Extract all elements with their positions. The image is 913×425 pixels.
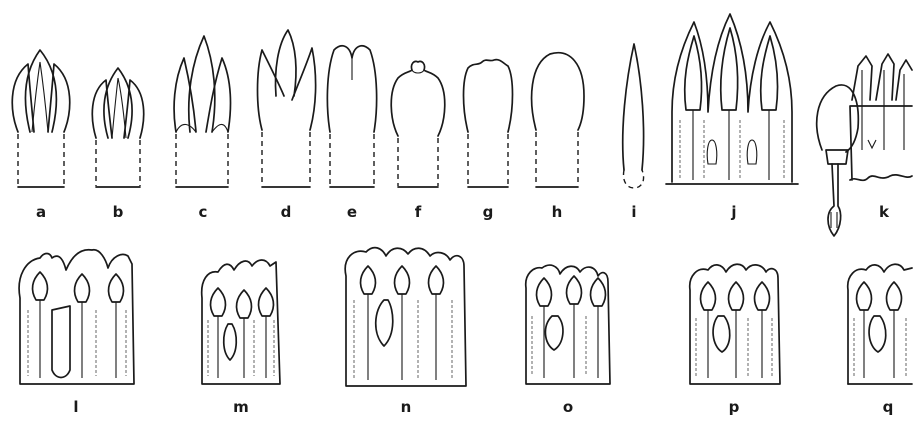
figure-d: d <box>258 30 316 221</box>
label-j: j <box>730 203 736 221</box>
label-c: c <box>199 203 208 221</box>
figure-q: q <box>848 264 912 416</box>
figure-l: l <box>19 250 134 416</box>
label-b: b <box>113 203 124 221</box>
label-d: d <box>281 203 292 221</box>
figure-c: c <box>174 36 230 221</box>
label-k: k <box>879 203 890 221</box>
figure-n: n <box>345 248 466 416</box>
label-a: a <box>36 203 46 221</box>
figure-g: g <box>464 60 513 221</box>
figure-k: k <box>817 54 912 236</box>
label-o: o <box>563 398 573 416</box>
figure-a: a <box>12 50 69 221</box>
label-g: g <box>483 203 494 221</box>
label-l: l <box>73 398 78 416</box>
label-m: m <box>233 398 249 416</box>
label-f: f <box>415 203 422 221</box>
figure-e: e <box>327 46 376 221</box>
label-q: q <box>883 398 894 416</box>
figure-o: o <box>526 265 610 416</box>
figure-h: h <box>532 53 584 221</box>
figure-m: m <box>202 260 280 416</box>
label-n: n <box>401 398 412 416</box>
label-h: h <box>552 203 563 221</box>
label-p: p <box>729 398 740 416</box>
figure-j: j <box>666 14 798 221</box>
figure-p: p <box>690 264 780 416</box>
figure-b: b <box>92 68 143 221</box>
label-i: i <box>631 203 636 221</box>
figure-f: f <box>391 61 445 221</box>
label-e: e <box>347 203 357 221</box>
figure-i: i <box>623 44 644 221</box>
